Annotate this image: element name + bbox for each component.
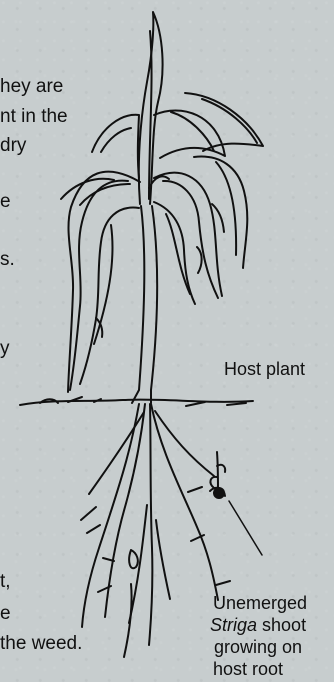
text-fragment-8: e xyxy=(0,600,11,627)
root-hairs-right xyxy=(188,487,230,585)
striga-label-line-1: Unemerged xyxy=(213,592,307,614)
text-fragment-9: the weed. xyxy=(0,630,82,657)
seed-mark xyxy=(129,550,138,568)
root-right-main xyxy=(151,404,218,600)
host-plant-label: Host plant xyxy=(224,358,305,380)
root-left-main xyxy=(82,404,139,627)
striga-root-nodule xyxy=(213,487,225,499)
text-fragment-5: s. xyxy=(0,246,15,273)
striga-label-line-4: host root xyxy=(213,658,283,680)
stalk-left-line xyxy=(132,206,144,403)
soil-mark-4 xyxy=(227,403,246,405)
right-upper-leaf-vein xyxy=(202,99,257,143)
striga-shoot-leaf-2 xyxy=(210,477,217,488)
lower-left-leaf-vein xyxy=(94,225,112,344)
stalk-right-line xyxy=(151,206,157,403)
crown-leaf-left-vein xyxy=(101,128,131,152)
text-fragment-6: y xyxy=(0,335,10,362)
left-drooping-leaf xyxy=(68,172,140,392)
text-fragment-4: e xyxy=(0,188,11,215)
right-upper-leaf xyxy=(185,93,263,151)
root-center-right xyxy=(156,520,170,599)
striga-callout-line xyxy=(229,501,262,555)
root-center xyxy=(149,404,152,645)
striga-label-line-2: Striga shoot xyxy=(210,614,306,636)
left-drooping-leaf-vein xyxy=(80,184,130,205)
crown-leaf-left xyxy=(92,115,139,178)
striga-shoot-stem xyxy=(217,452,218,491)
text-fragment-2: nt in the xyxy=(0,103,68,130)
striga-shoot-label: shoot xyxy=(257,615,306,635)
crown-leaf-right-vein xyxy=(171,112,214,151)
right-drooping-leaf-inner xyxy=(163,181,218,298)
root-left-branch xyxy=(89,412,144,494)
lower-left-leaf xyxy=(80,208,139,384)
soil-mark-3 xyxy=(186,402,205,406)
text-fragment-1: hey are xyxy=(0,73,63,100)
dark-right-leaf-tip xyxy=(197,247,202,273)
striga-label-line-3: growing on xyxy=(214,636,302,658)
root-right-branch xyxy=(155,411,214,476)
striga-species-label: Striga xyxy=(210,615,257,635)
text-fragment-7: t, xyxy=(0,568,11,595)
left-leaf-fold xyxy=(61,179,114,199)
root-thin-left xyxy=(124,584,132,657)
text-fragment-3: dry xyxy=(0,132,26,159)
far-right-leaf-vein xyxy=(216,162,236,255)
